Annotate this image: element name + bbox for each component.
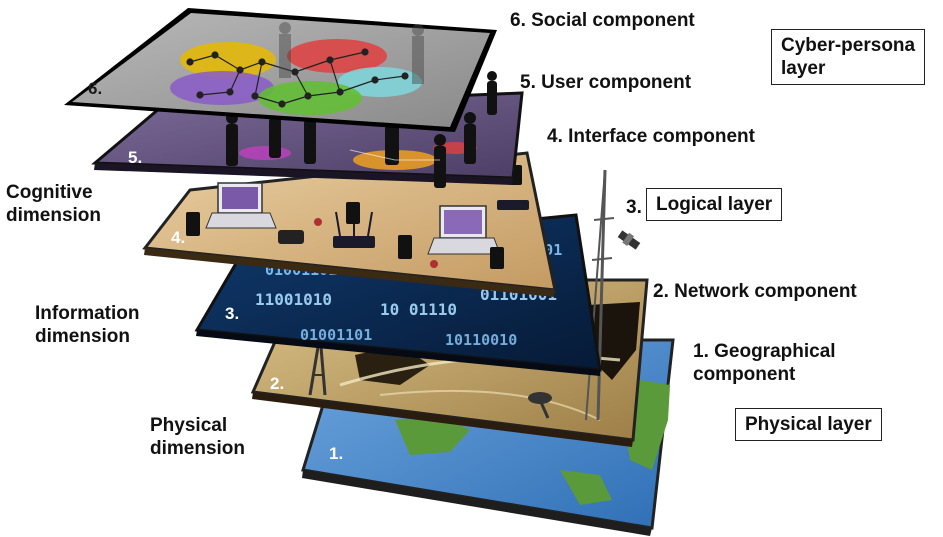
laptop-icon (427, 205, 501, 255)
usb-stick-icon (314, 218, 322, 226)
continent-shape (395, 415, 470, 455)
cognitive-dimension-line2: dimension (6, 205, 102, 226)
person-icon (279, 22, 291, 78)
camera-icon (278, 230, 304, 244)
social-component-label: 6. Social component (510, 10, 695, 31)
physical-dimension-line1: Physical (150, 415, 228, 436)
plate-number-3: 3. (225, 304, 240, 323)
phone-icon (398, 235, 412, 259)
information-dimension-line2: dimension (35, 326, 131, 347)
people-silhouettes (279, 22, 424, 84)
people-silhouettes (226, 71, 497, 188)
person-icon (487, 71, 497, 115)
geographical-component-label: 1. Geographical component (693, 340, 836, 386)
cognitive-dimension-line1: Cognitive (6, 182, 93, 203)
information-dimension-label: Information dimension (35, 302, 140, 348)
information-dimension-line1: Information (35, 303, 140, 324)
user-component-label: 5. User component (520, 72, 692, 93)
plate-number-4: 4. (171, 228, 186, 247)
continent-shape (560, 470, 612, 505)
interface-component-label: 4. Interface component (547, 126, 755, 147)
router-icon (497, 200, 529, 210)
phone-icon (186, 212, 200, 236)
laptop-icon (205, 182, 277, 229)
physical-layer-box: Physical layer (735, 408, 882, 441)
binary-text: 10 01110 (380, 300, 457, 319)
plate-social (64, 8, 497, 132)
network-component-label: 2. Network component (653, 281, 857, 302)
geographical-component-line2: component (693, 364, 796, 385)
usb-stick-icon (430, 260, 438, 268)
cyber-persona-layer-box: Cyber-persona layer (771, 29, 926, 85)
plate-interface (142, 151, 557, 297)
logical-layer-prefix: 3. (626, 197, 642, 218)
cell-tower-icon (585, 169, 615, 421)
router-icon (333, 210, 375, 248)
person-icon (434, 134, 446, 188)
social-network-graph (186, 48, 409, 108)
person-icon (412, 24, 424, 84)
person-icon (464, 112, 476, 164)
binary-text: 11001010 (255, 290, 332, 309)
plate-number-5: 5. (128, 148, 143, 167)
binary-text: 10110010 (445, 331, 517, 349)
binary-text: 01001101 (300, 326, 372, 344)
satellite-dish-icon (528, 392, 552, 419)
logical-layer-box: Logical layer (646, 188, 783, 221)
plate-number-6: 6. (88, 79, 103, 98)
physical-dimension-line2: dimension (150, 438, 246, 459)
satellite-icon (617, 230, 641, 250)
person-icon (226, 112, 238, 166)
phone-icon (490, 247, 504, 269)
cognitive-dimension-label: Cognitive dimension (6, 181, 101, 227)
phone-icon (346, 202, 360, 224)
physical-dimension-label: Physical dimension (150, 414, 245, 460)
plate-number-2: 2. (270, 374, 285, 393)
plate-number-1: 1. (329, 444, 344, 463)
cyber-persona-line1: Cyber-persona (781, 35, 916, 56)
geographical-component-line1: 1. Geographical (693, 341, 836, 362)
cyber-persona-line2: layer (781, 58, 826, 79)
